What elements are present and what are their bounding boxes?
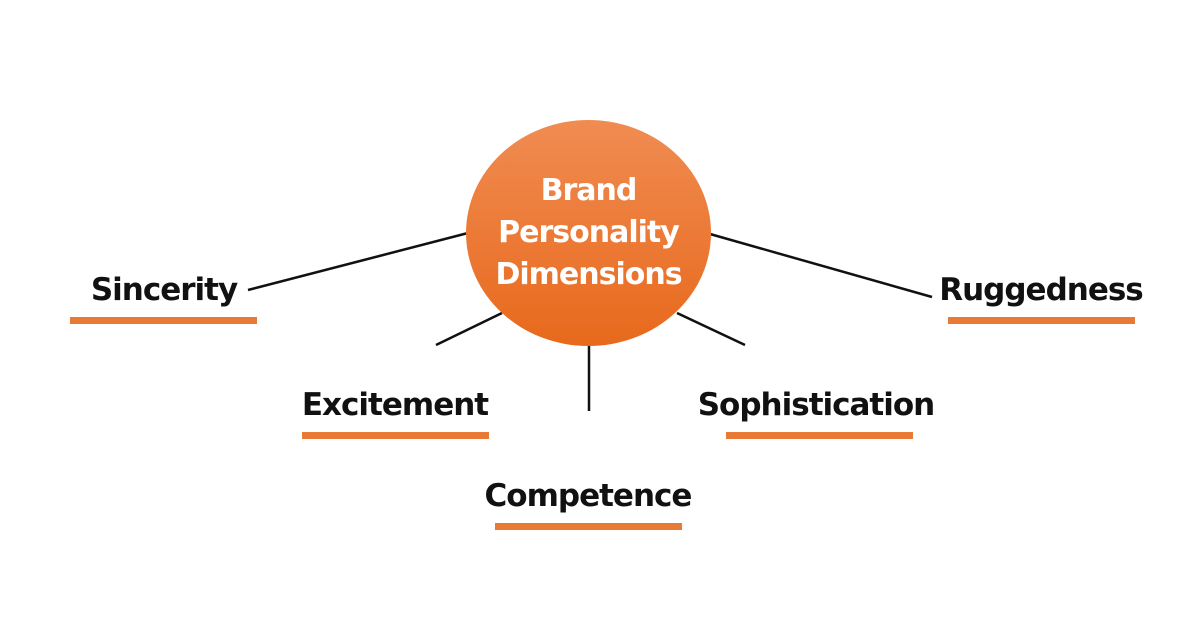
underline-ruggedness [948,317,1135,324]
dimension-ruggedness: Ruggedness [939,272,1144,308]
connector-ruggedness [709,232,933,299]
brand-personality-hub: Brand Personality Dimensions [466,120,711,346]
hub-line: Brand [540,173,638,208]
dimension-sincerity: Sincerity [90,272,238,308]
connector-sincerity [247,231,469,292]
dimension-sophistication: Sophistication [697,387,936,423]
underline-competence [495,523,682,530]
underline-sincerity [70,317,257,324]
underline-excitement [302,432,489,439]
connector-sophistication [676,311,746,347]
dimension-competence: Competence [484,478,693,514]
connector-excitement [435,311,503,347]
hub-line: Dimensions [495,257,682,292]
dimension-excitement: Excitement [301,387,489,423]
hub-line: Personality [498,215,680,250]
underline-sophistication [726,432,913,439]
